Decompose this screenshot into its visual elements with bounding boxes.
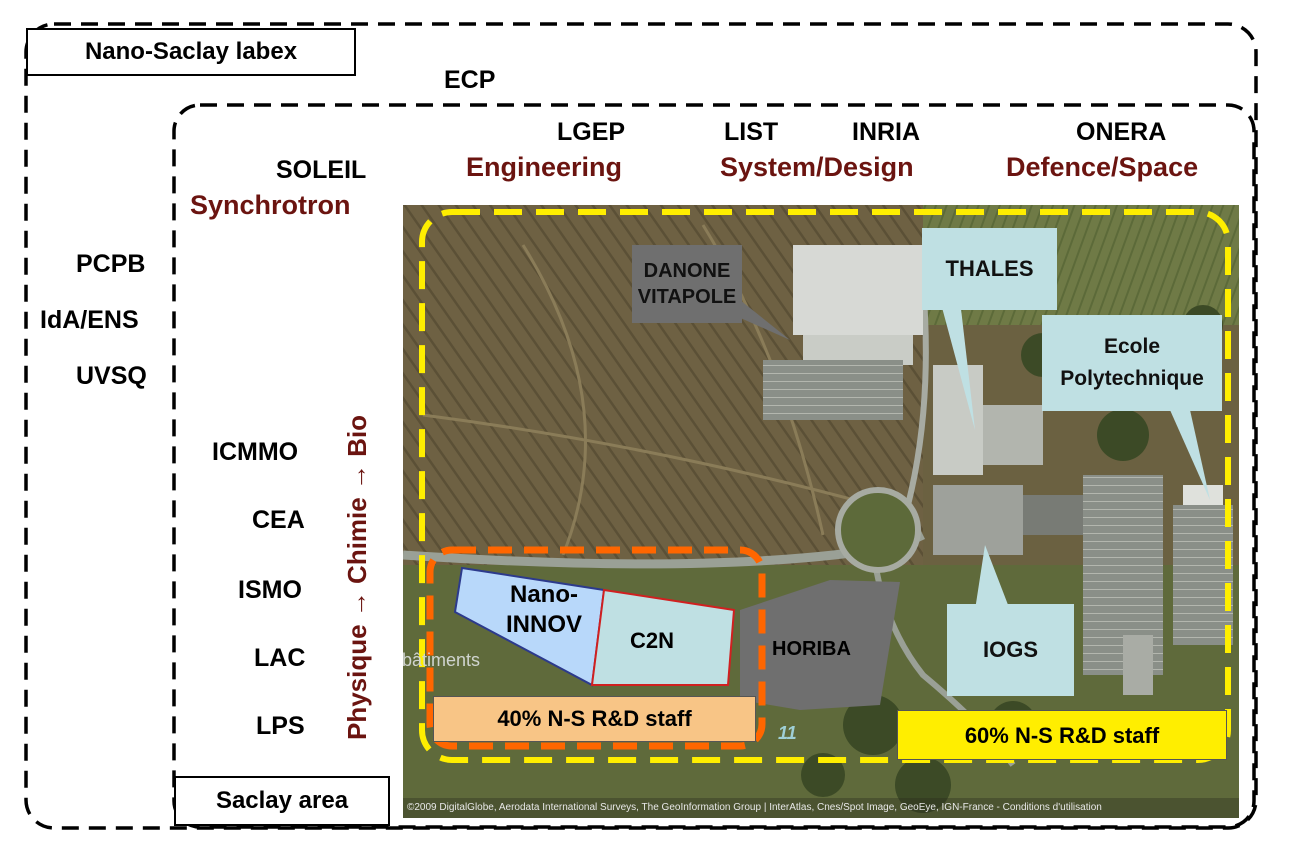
outer-frame — [24, 22, 1258, 830]
outer-label: Nano-Saclay labex — [26, 28, 356, 76]
horiba-area — [740, 580, 900, 710]
label-danone: DANONE VITAPOLE — [632, 245, 742, 323]
orange-zone — [426, 546, 766, 750]
domain-system-design: System/Design — [720, 152, 914, 182]
building-thales — [933, 365, 983, 475]
lab-ismo: ISMO — [238, 576, 302, 604]
label-batiments: bâtiments — [402, 650, 481, 670]
vertical-axis-text: Physique → Chimie → Bio — [342, 415, 372, 740]
lab-lps: LPS — [256, 712, 305, 740]
domain-synchrotron: Synchrotron — [190, 190, 351, 220]
label-polytechnique: Ecole Polytechnique — [1042, 315, 1222, 411]
staff-local-box: 40% N-S R&D staff — [433, 696, 756, 742]
map-credits: ©2009 DigitalGlobe, Aerodata Internation… — [403, 798, 1239, 818]
building-iogs — [933, 485, 1023, 555]
org-lgep: LGEP — [557, 118, 626, 146]
org-inria: INRIA — [852, 118, 921, 146]
iogs-pointer — [975, 545, 1010, 610]
org-onera: ONERA — [1076, 118, 1167, 146]
org-pcpb: PCPB — [76, 250, 146, 278]
label-road-11: 11 — [778, 723, 797, 743]
vertical-axis: Physique → Chimie → Bio — [342, 415, 372, 740]
label-thales: THALES — [922, 228, 1057, 310]
org-uvsq: UVSQ — [76, 362, 147, 390]
org-ecp: ECP — [444, 66, 496, 94]
building-danone-complex — [793, 245, 923, 335]
org-soleil: SOLEIL — [276, 156, 367, 184]
org-ida-ens: IdA/ENS — [40, 306, 139, 334]
c2n-area — [590, 588, 736, 686]
lab-lac: LAC — [254, 644, 306, 672]
inner-frame — [172, 103, 1256, 829]
domain-engineering: Engineering — [466, 152, 623, 182]
label-horiba: HORIBA — [772, 638, 851, 660]
label-c2n: C2N — [630, 628, 675, 653]
label-iogs: IOGS — [947, 604, 1074, 696]
org-list: LIST — [724, 118, 779, 146]
yellow-zone — [419, 209, 1231, 763]
roundabout — [835, 487, 921, 573]
inner-label: Saclay area — [174, 776, 390, 826]
parking-lot-1 — [763, 360, 903, 420]
lab-icmmo: ICMMO — [212, 438, 299, 466]
domain-defence-space: Defence/Space — [1006, 152, 1199, 182]
label-nano-innov: Nano-INNOV — [505, 581, 582, 638]
lab-cea: CEA — [252, 506, 305, 534]
thales-pointer — [940, 300, 975, 430]
polytechnique-pointer — [1170, 410, 1210, 500]
staff-wider-box: 60% N-S R&D staff — [897, 710, 1227, 760]
